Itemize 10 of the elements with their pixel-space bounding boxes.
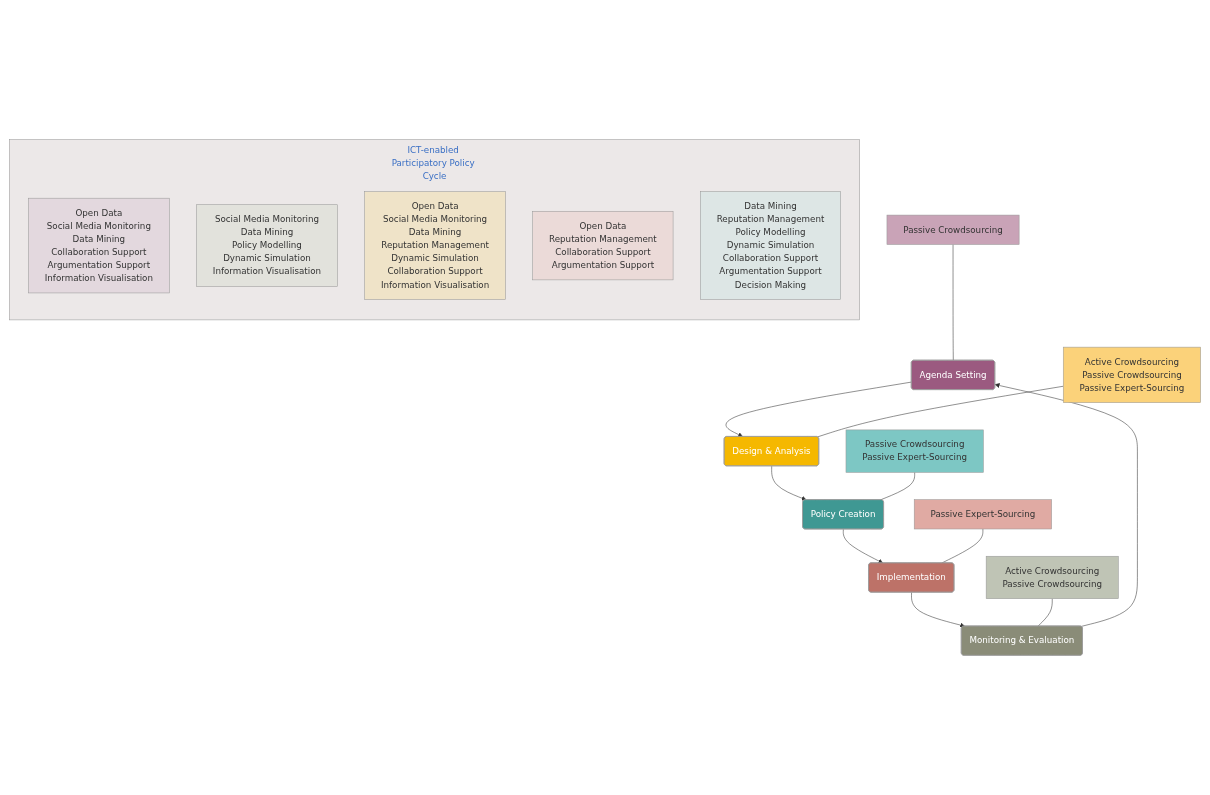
node-box: Passive Expert-Sourcing: [913, 499, 1052, 530]
node-box: Active Crowdsourcing Passive Crowdsourcing Passive Expert-Sourcing: [1063, 346, 1201, 403]
node-box: Open Data Reputation Management Collaboration Support Argumentation Support: [532, 211, 674, 281]
node-box: Open Data Social Media Monitoring Data Mining Collaboration Support Argumentation Support Information Visualisation: [28, 197, 170, 294]
node-box: Data Mining Reputation Management Policy Modelling Dynamic Simulation Collaboration Support Argumentation Support Decision Making: [700, 191, 841, 300]
node-box: Social Media Monitoring Data Mining Policy Modelling Dynamic Simulation Information Visualisation: [196, 204, 338, 287]
node-box: Open Data Social Media Monitoring Data Mining Reputation Management Dynamic Simulation Collaboration Support Information Visualisation: [364, 191, 506, 300]
node-box: Active Crowdsourcing Passive Crowdsourcing: [985, 555, 1119, 599]
node-box: Passive Crowdsourcing Passive Expert-Sourcing: [845, 429, 984, 473]
node-box: Passive Crowdsourcing: [886, 214, 1020, 245]
